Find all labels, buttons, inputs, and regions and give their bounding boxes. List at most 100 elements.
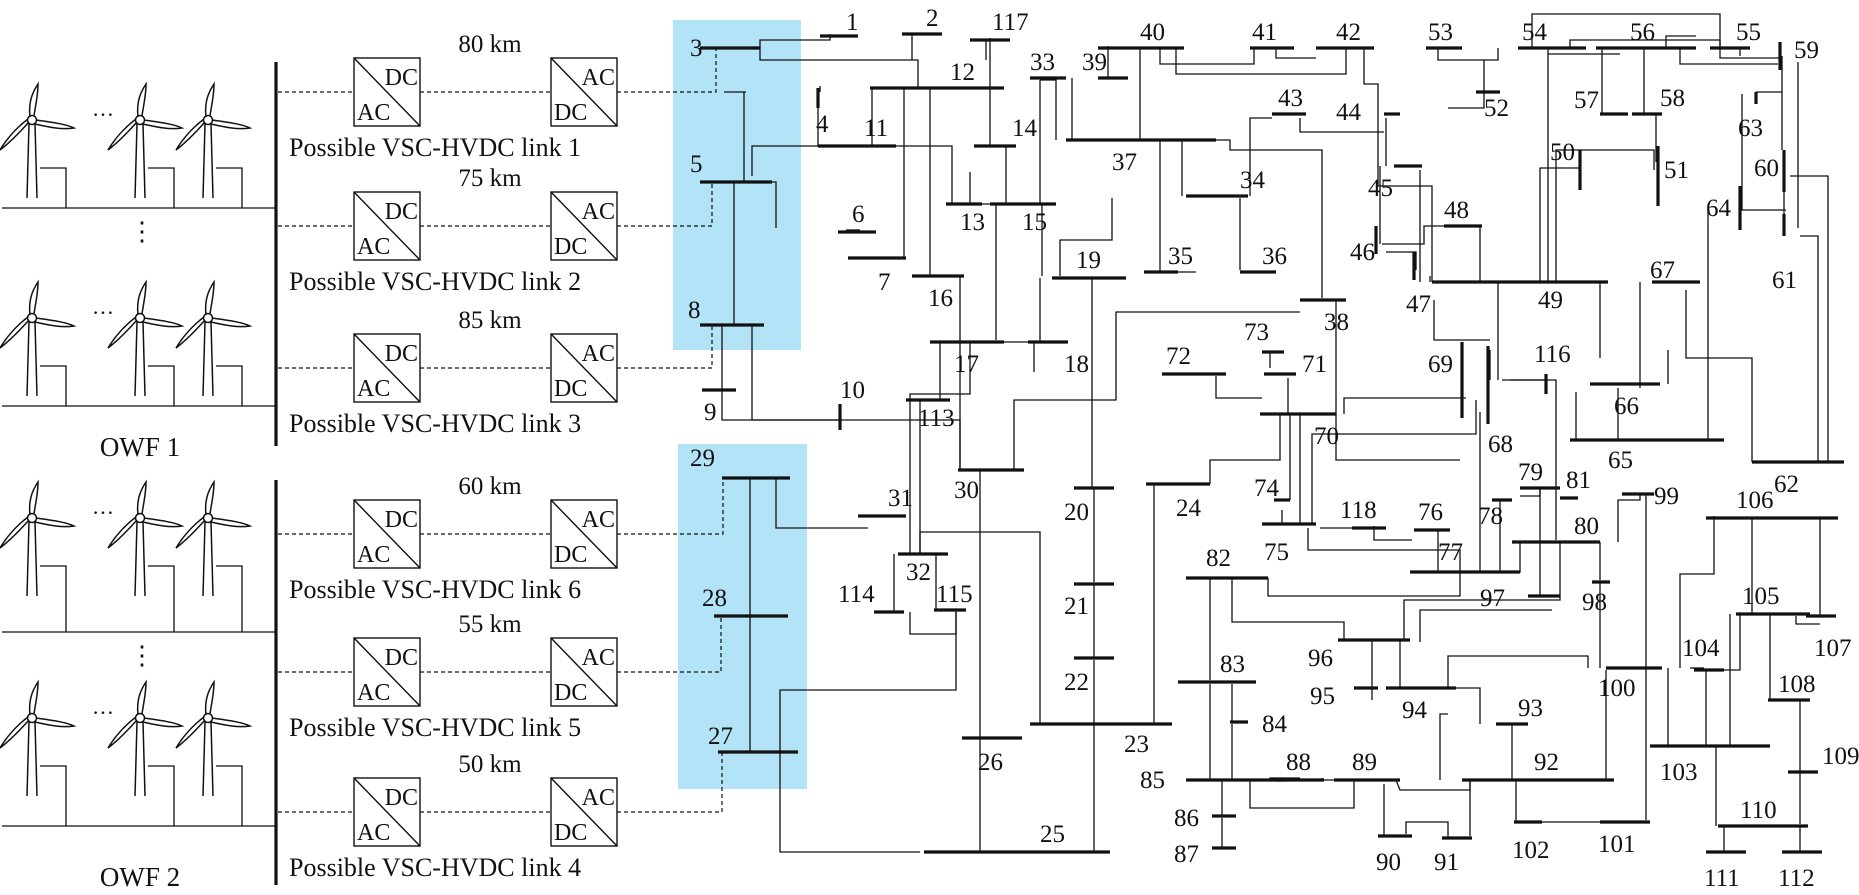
bus-label-9: 9 bbox=[704, 399, 717, 426]
bus-label-77: 77 bbox=[1438, 539, 1463, 566]
owf1-label: OWF 1 bbox=[100, 432, 180, 462]
bus-label-12: 12 bbox=[950, 59, 975, 86]
turbine-blade bbox=[204, 479, 215, 516]
bus-label-4: 4 bbox=[816, 111, 829, 138]
bus-label-92: 92 bbox=[1534, 749, 1559, 776]
converter-diagonal bbox=[550, 191, 618, 261]
transmission-line-114 bbox=[1307, 528, 1461, 572]
bus-label-93: 93 bbox=[1518, 695, 1543, 722]
bus-label-117: 117 bbox=[992, 9, 1029, 36]
link-cable-onshore bbox=[617, 325, 713, 369]
transmission-line-140 bbox=[1405, 821, 1449, 838]
transmission-line-62 bbox=[1299, 118, 1384, 133]
turbine-feeder bbox=[148, 565, 175, 632]
transmission-line-59 bbox=[1175, 48, 1347, 75]
bus-label-41: 41 bbox=[1252, 19, 1277, 46]
bus-label-43: 43 bbox=[1278, 85, 1303, 112]
bus-label-96: 96 bbox=[1308, 645, 1333, 672]
converter-top-label: DC bbox=[385, 645, 418, 671]
turbine-tower bbox=[26, 123, 38, 199]
converter-bottom-label: AC bbox=[357, 376, 390, 402]
bus-label-22: 22 bbox=[1064, 669, 1089, 696]
bus-label-10: 10 bbox=[840, 377, 865, 404]
converter-top-label: DC bbox=[385, 199, 418, 225]
turbine-blade bbox=[136, 679, 147, 716]
bus-label-21: 21 bbox=[1064, 593, 1089, 620]
turbine-blade bbox=[142, 517, 185, 528]
bus-label-106: 106 bbox=[1736, 487, 1774, 514]
bus-label-76: 76 bbox=[1418, 499, 1443, 526]
converter-diagonal bbox=[353, 57, 421, 127]
transmission-line-66 bbox=[1386, 251, 1417, 270]
turbine-blade bbox=[142, 717, 185, 728]
bus-label-51: 51 bbox=[1664, 157, 1689, 184]
transmission-line-86 bbox=[1679, 48, 1778, 65]
bus-label-20: 20 bbox=[1064, 499, 1089, 526]
link-distance-label: 85 km bbox=[458, 307, 522, 334]
owf2-row2-turbine-3 bbox=[175, 679, 253, 797]
bus-label-42: 42 bbox=[1336, 19, 1361, 46]
bus-label-29: 29 bbox=[690, 445, 715, 472]
converter-diagonal bbox=[353, 191, 421, 261]
link-distance-label: 60 km bbox=[458, 473, 522, 500]
turbine-blade bbox=[136, 479, 147, 516]
bus-label-86: 86 bbox=[1174, 805, 1199, 832]
converter-top-label: AC bbox=[582, 199, 615, 225]
bus-label-109: 109 bbox=[1822, 743, 1859, 770]
turbine-feeder bbox=[40, 365, 67, 406]
turbine-blade bbox=[210, 317, 253, 328]
owf1-row2-turbine-1 bbox=[0, 279, 77, 397]
bus-label-115: 115 bbox=[936, 581, 973, 608]
ellipsis-horizontal: … bbox=[92, 494, 114, 519]
link-name-label: Possible VSC-HVDC link 3 bbox=[289, 409, 581, 438]
buses bbox=[700, 32, 1844, 854]
bus-label-113: 113 bbox=[918, 405, 955, 432]
bus-label-98: 98 bbox=[1582, 589, 1607, 616]
link-cable-onshore bbox=[617, 48, 717, 93]
bus-label-8: 8 bbox=[688, 297, 701, 324]
transmission-line-46 bbox=[779, 612, 957, 752]
bus-label-75: 75 bbox=[1264, 539, 1289, 566]
transmission-line-8 bbox=[751, 145, 820, 176]
converter-bottom-label: AC bbox=[357, 542, 390, 568]
bus-label-60: 60 bbox=[1754, 155, 1779, 182]
bus-label-15: 15 bbox=[1022, 209, 1047, 236]
converter-diagonal bbox=[550, 333, 618, 403]
transmission-line-126 bbox=[1617, 494, 1641, 542]
link-distance-label: 55 km bbox=[458, 611, 522, 638]
turbine-tower bbox=[26, 321, 38, 397]
bus-label-72: 72 bbox=[1166, 343, 1191, 370]
turbine-blade bbox=[175, 316, 206, 349]
turbine-blade bbox=[210, 717, 253, 728]
converter-top-label: AC bbox=[582, 341, 615, 367]
turbine-blade bbox=[210, 517, 253, 528]
bus-label-56: 56 bbox=[1630, 19, 1655, 46]
bus-label-61: 61 bbox=[1772, 267, 1797, 294]
turbine-blade bbox=[0, 118, 30, 151]
transmission-line-135 bbox=[1249, 780, 1355, 809]
transmission-line-143 bbox=[1439, 713, 1448, 780]
bus-label-16: 16 bbox=[928, 285, 953, 312]
transmission-line-72 bbox=[1555, 149, 1655, 282]
converter-top-label: AC bbox=[582, 785, 615, 811]
ellipsis-horizontal: … bbox=[92, 694, 114, 719]
turbine-feeder bbox=[216, 565, 243, 632]
turbine-blade bbox=[107, 716, 138, 749]
transmission-line-61 bbox=[1363, 48, 1433, 282]
turbine-blade bbox=[34, 119, 77, 130]
turbine-tower bbox=[26, 521, 38, 597]
converter-top-label: AC bbox=[582, 65, 615, 91]
bus-label-97: 97 bbox=[1480, 585, 1505, 612]
highlight-box-upper bbox=[673, 20, 801, 350]
turbine-tower bbox=[202, 321, 214, 397]
transmission-line-104 bbox=[1343, 397, 1466, 414]
converter-diagonal bbox=[353, 333, 421, 403]
bus-label-27: 27 bbox=[708, 723, 733, 750]
transmission-line-175 bbox=[721, 390, 840, 421]
bus-label-79: 79 bbox=[1518, 459, 1543, 486]
